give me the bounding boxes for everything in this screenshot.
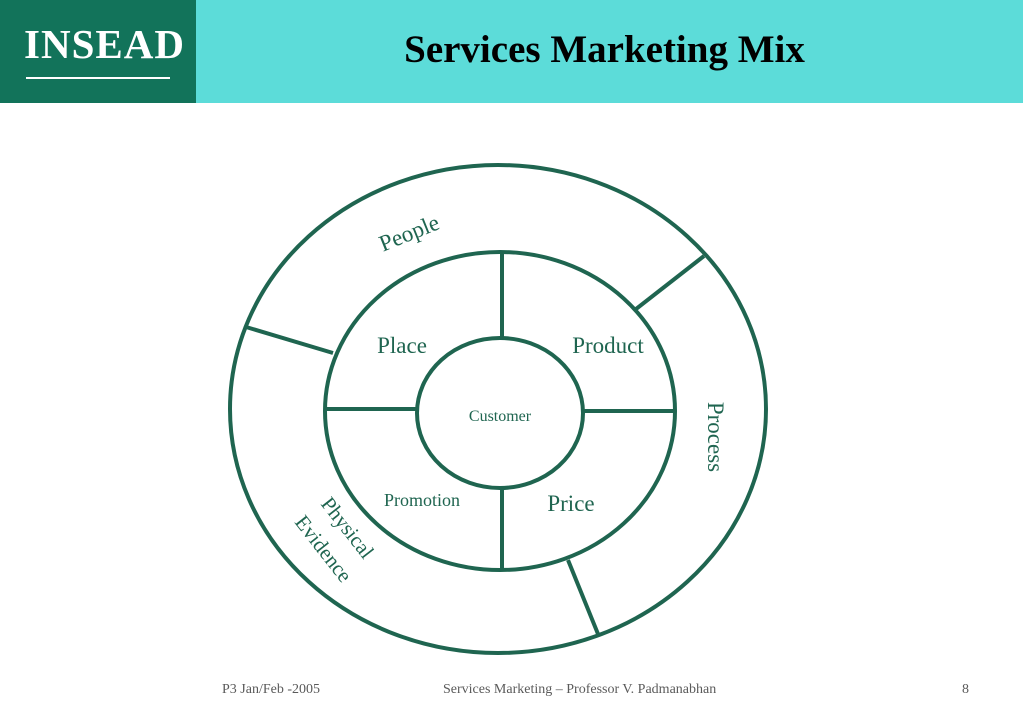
center-label: Customer	[469, 408, 532, 425]
logo-box: INSEAD	[0, 0, 196, 103]
logo-underline	[26, 77, 170, 79]
segment-label-product: Product	[572, 333, 644, 358]
footer-course: Services Marketing – Professor V. Padman…	[443, 682, 717, 697]
outer-label-process: Process	[703, 402, 728, 472]
segment-label-price: Price	[547, 491, 594, 516]
segment-label-place: Place	[377, 333, 427, 358]
outer-label-people: People	[375, 210, 442, 257]
footer-date: P3 Jan/Feb -2005	[222, 682, 320, 697]
outer-divider-right	[634, 254, 706, 311]
diagram-lines	[228, 163, 768, 655]
diagram-labels: Customer Place Product Promotion Price P…	[290, 210, 728, 587]
header-banner: INSEAD Services Marketing Mix	[0, 0, 1023, 103]
outer-divider-left	[245, 325, 334, 355]
outer-divider-bottom	[566, 559, 600, 635]
page-title-wrapper: Services Marketing Mix	[196, 30, 1023, 69]
logo: INSEAD	[24, 21, 185, 67]
footer-page-number: 8	[962, 682, 969, 697]
segment-label-promotion: Promotion	[384, 490, 460, 510]
page-title: Services Marketing Mix	[404, 28, 805, 71]
outer-ring	[228, 163, 768, 655]
